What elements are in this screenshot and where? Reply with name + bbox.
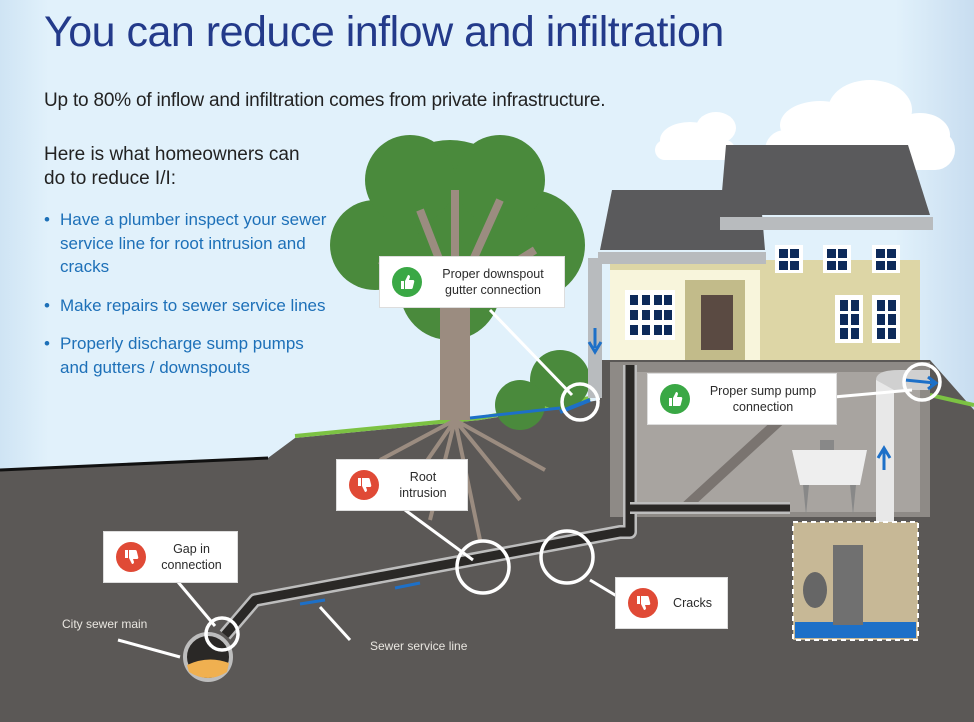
- thumbs-up-icon: [660, 384, 690, 414]
- flow-arrow-right-icon: [904, 375, 939, 391]
- callout-cracks: Cracks: [615, 577, 728, 629]
- callout-text: Gap in connection: [161, 542, 222, 572]
- bullet-icon: •: [44, 295, 50, 315]
- callout-downspout: Proper downspout gutter connection: [379, 256, 565, 308]
- thumbs-down-icon: [349, 470, 379, 500]
- callout-text: Cracks: [673, 596, 712, 610]
- list-item: •Have a plumber inspect your sewer servi…: [44, 210, 327, 276]
- callout-text: Proper sump pump connection: [709, 384, 817, 414]
- thumbs-down-icon: [116, 542, 146, 572]
- page-title: You can reduce inflow and infiltration: [44, 8, 724, 56]
- bullet-icon: •: [44, 334, 50, 353]
- callout-gap-in-connection: Gap in connection: [103, 531, 238, 583]
- callout-circles: [204, 362, 942, 652]
- callout-text: Proper downspout gutter connection: [442, 267, 544, 297]
- city-sewer-main-label: City sewer main: [62, 617, 148, 631]
- bullet-icon: •: [44, 210, 50, 229]
- intro-text: Here is what homeowners can do to reduce…: [44, 144, 300, 189]
- list-item: •Properly discharge sump pumps and gutte…: [44, 334, 304, 377]
- list-item: •Make repairs to sewer service lines: [44, 294, 334, 318]
- thumbs-up-icon: [392, 267, 422, 297]
- city-sewer-main: [183, 632, 233, 682]
- callout-root-intrusion: Root intrusion: [336, 459, 468, 511]
- thumbs-down-icon: [628, 588, 658, 618]
- page-subtitle: Up to 80% of inflow and infiltration com…: [44, 90, 606, 111]
- sewer-service-line-label: Sewer service line: [370, 639, 468, 653]
- flow-arrow-up-icon: [876, 445, 892, 470]
- grass-right: [929, 393, 974, 407]
- flow-arrow-down-icon: [587, 328, 603, 355]
- callout-sump-pump: Proper sump pump connection: [647, 373, 837, 425]
- sewer-service-line: [219, 365, 790, 640]
- callout-text: Root intrusion: [399, 470, 447, 500]
- action-list: •Have a plumber inspect your sewer servi…: [44, 208, 334, 394]
- pavement-edge: [0, 456, 269, 472]
